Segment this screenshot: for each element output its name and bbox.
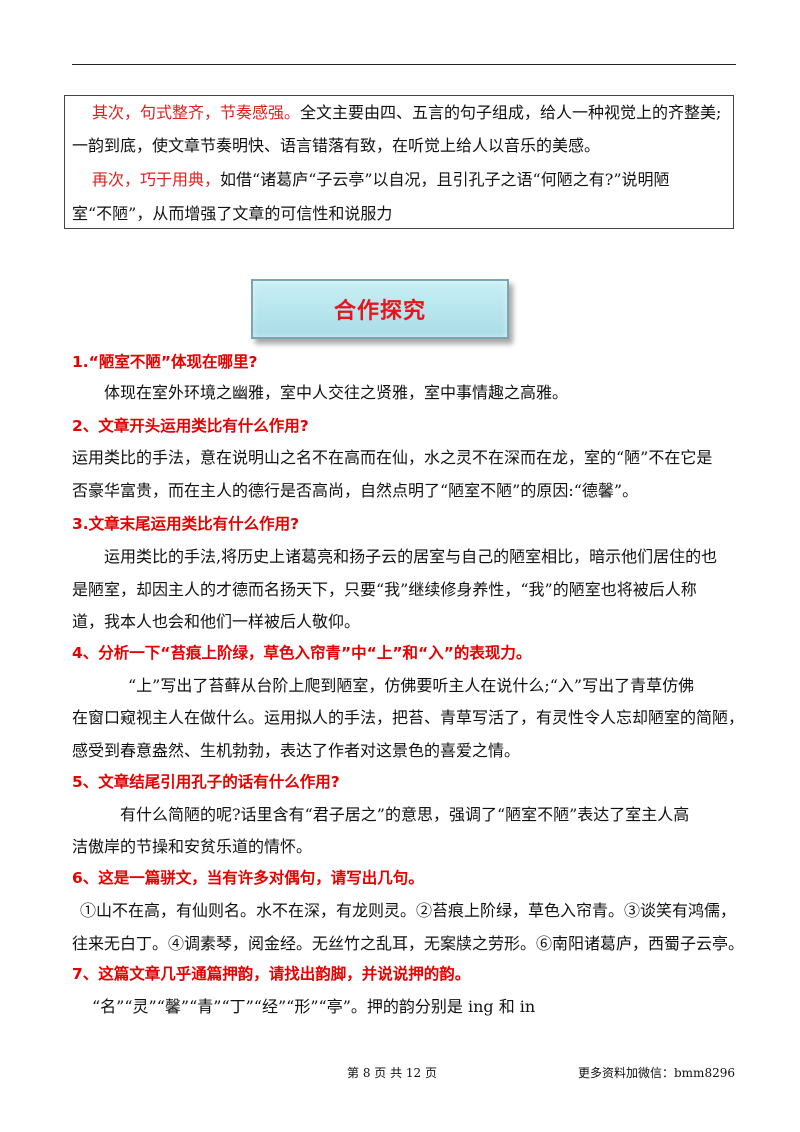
question-6: 6、这是一篇骈文，当有许多对偶句，请写出几句。	[72, 869, 424, 887]
banner-title: 合作探究	[333, 299, 426, 324]
answer-6-line-1: ①山不在高，有仙则名。水不在深，有龙则灵。②苔痕上阶绿，草色入帘青。③谈笑有鸿儒…	[80, 901, 737, 920]
box-line-2: 一韵到底，使文章节奏明快、语言错落有致，在听觉上给人以音乐的美感。	[72, 136, 601, 155]
box-line-1: 其次，句式整齐，节奏感强。全文主要由四、五言的句子组成，给人一种视觉上的齐整美;	[92, 103, 722, 122]
answer-7-line-1: “名”“灵”“馨”“青”“丁”“经”“形”“亭”。押的韵分别是 ing 和 in	[92, 997, 536, 1016]
answer-3-line-2: 是陋室，却因主人的才德而名扬天下，只要“我”继续修身养性，“我”的陋室也将被后人…	[72, 580, 697, 599]
answer-2-line-1: 运用类比的手法，意在说明山之名不在高而在仙，水之灵不在深而在龙，室的“陋”不在它…	[72, 448, 713, 467]
answer-5-line-1: 有什么简陋的呢?话里含有“君子居之”的意思，强调了“陋室不陋”表达了室主人高	[120, 805, 690, 824]
answer-3-line-3: 道，我本人也会和他们一样被后人敬仰。	[72, 612, 361, 631]
answer-6-line-2: 往来无白丁。④调素琴，阅金经。无丝竹之乱耳，无案牍之劳形。⑥南阳诸葛庐，西蜀子云…	[72, 934, 745, 953]
answer-5-line-2: 洁傲岸的节操和安贫乐道的情怀。	[72, 837, 313, 856]
page-number: 第 8 页 共 12 页	[347, 1066, 437, 1080]
box-highlight-2: 再次，巧于用典，	[92, 170, 221, 189]
answer-1-line-1: 体现在室外环境之幽雅，室中人交往之贤雅，室中事情趣之高雅。	[104, 383, 569, 402]
answer-4-line-2: 在窗口窥视主人在做什么。运用拟人的手法，把苔、青草写活了，有灵性令人忘却陋室的简…	[72, 708, 745, 727]
question-1: 1.“陋室不陋”体现在哪里?	[72, 353, 258, 371]
section-banner: 合作探究	[251, 279, 509, 339]
box-line-3: 再次，巧于用典，如借“诸葛庐“子云亭”以自况，且引孔子之语“何陋之有?”说明陋	[92, 170, 670, 189]
header-rule	[72, 64, 736, 65]
box-highlight-1: 其次，句式整齐，节奏感强。	[92, 103, 301, 122]
question-5: 5、文章结尾引用孔子的话有什么作用?	[72, 773, 340, 791]
question-3: 3.文章末尾运用类比有什么作用?	[72, 515, 300, 533]
summary-box	[64, 95, 734, 229]
answer-3-line-1: 运用类比的手法,将历史上诸葛亮和扬子云的居室与自己的陋室相比，暗示他们居住的也	[104, 547, 718, 566]
question-2: 2、文章开头运用类比有什么作用?	[72, 417, 309, 435]
question-4: 4、分析一下“苔痕上阶绿，草色入帘青”中“上”和“入”的表现力。	[72, 644, 532, 662]
footer-wechat: 更多资料加微信：bmm8296	[578, 1066, 735, 1080]
answer-2-line-2: 否豪华富贵，而在主人的德行是否高尚，自然点明了“陋室不陋”的原因:“德馨”。	[72, 481, 639, 500]
question-7: 7、这篇文章几乎通篇押韵，请找出韵脚，并说说押的韵。	[72, 965, 471, 983]
answer-4-line-3: 感受到春意盎然、生机勃勃，表达了作者对这景色的喜爱之情。	[72, 741, 521, 760]
answer-4-line-1: “上”写出了苔藓从台阶上爬到陋室，仿佛要听主人在说什么;“入”写出了青草仿佛	[128, 676, 695, 695]
box-line-4: 室“不陋”，从而增强了文章的可信性和说服力	[72, 204, 393, 223]
